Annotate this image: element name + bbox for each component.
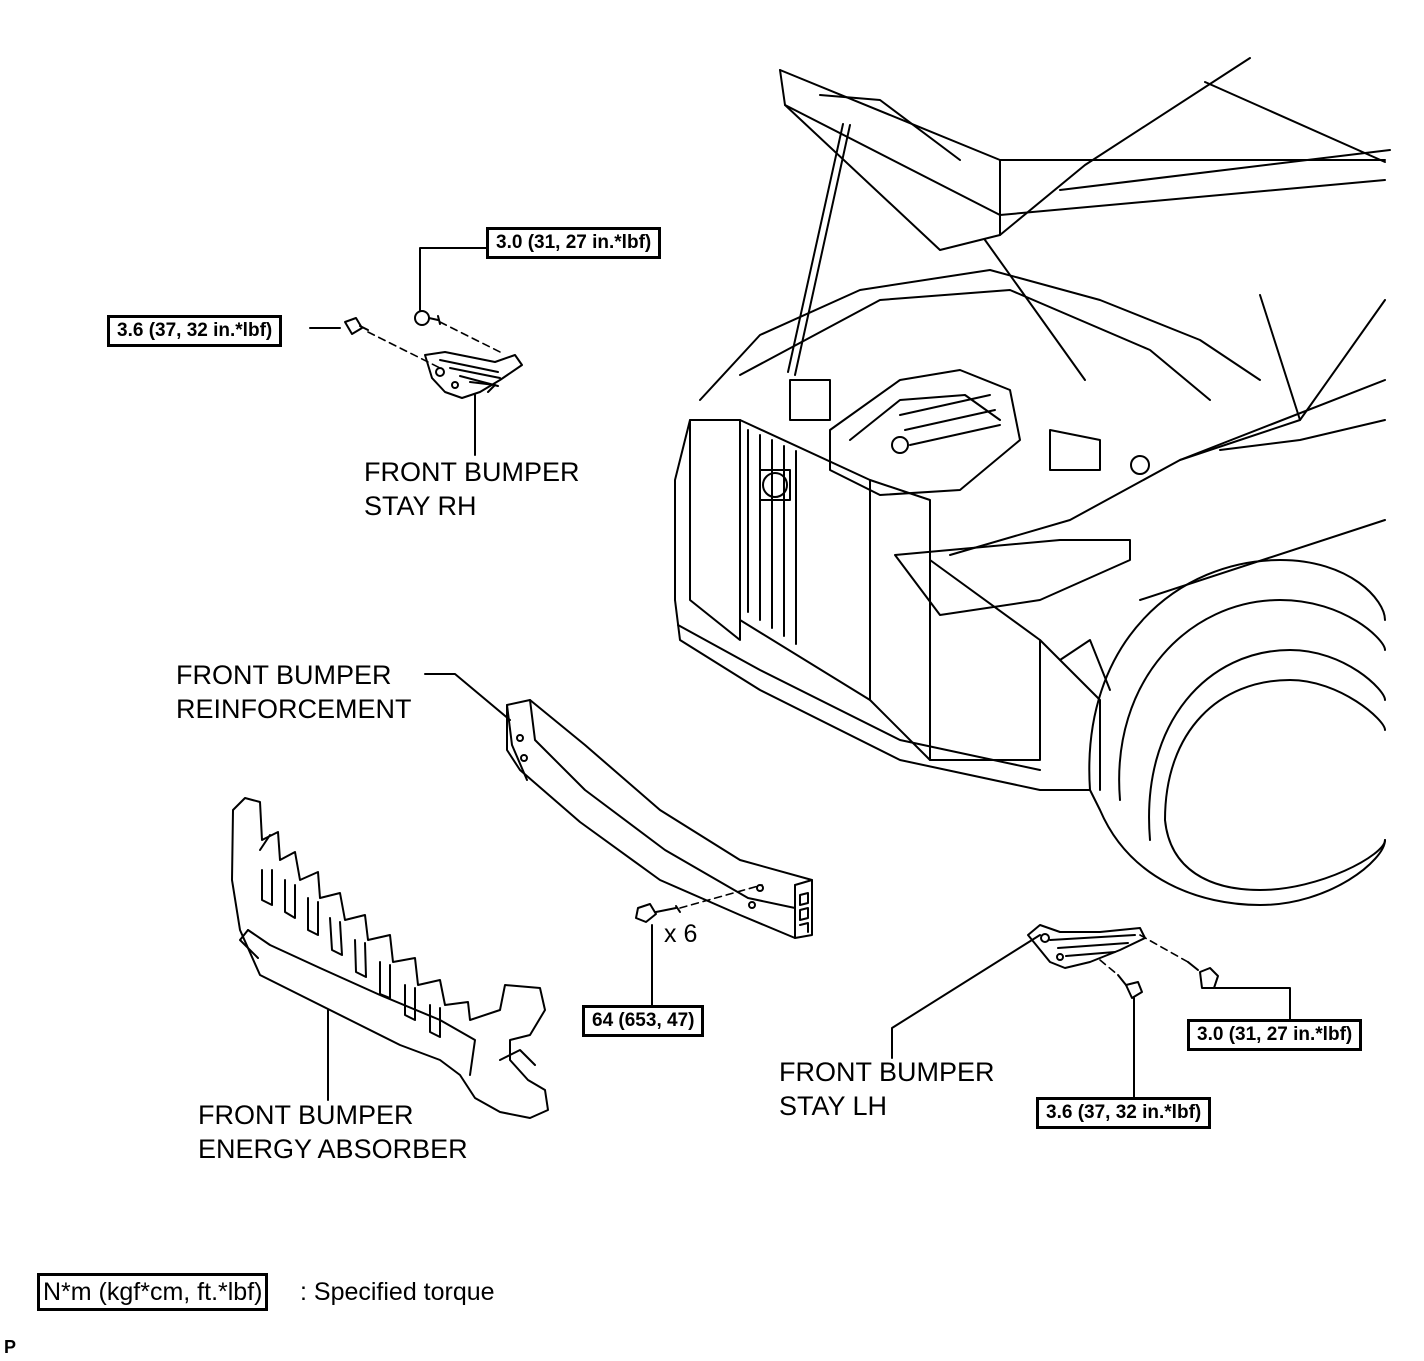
stay-rh-label-line-2: STAY RH (364, 491, 477, 521)
front-bumper-reinforcement-drawing (424, 673, 813, 1006)
bolt-quantity-label: x 6 (664, 920, 698, 948)
energy-absorber-label-line-2: ENERGY ABSORBER (198, 1134, 468, 1164)
legend-description: : Specified torque (300, 1278, 495, 1306)
torque-box-reinforcement-bolt: 64 (653, 47) (582, 1005, 705, 1037)
front-bumper-energy-absorber-drawing (231, 797, 549, 1119)
vehicle-front-illustration (674, 57, 1391, 906)
energy-absorber-label: FRONT BUMPER ENERGY ABSORBER (198, 1098, 468, 1166)
stay-lh-label-line-1: FRONT BUMPER (779, 1057, 995, 1087)
stay-lh-label-line-2: STAY LH (779, 1091, 888, 1121)
reinforcement-label-line-1: FRONT BUMPER (176, 660, 392, 690)
torque-box-rh-side: 3.6 (37, 32 in.*lbf) (107, 315, 283, 347)
illustration-code: P (4, 1337, 17, 1357)
stay-rh-label-line-1: FRONT BUMPER (364, 457, 580, 487)
torque-box-rh-upper: 3.0 (31, 27 in.*lbf) (486, 227, 662, 259)
stay-rh-label: FRONT BUMPER STAY RH (364, 455, 580, 523)
torque-box-lh-upper: 3.0 (31, 27 in.*lbf) (1187, 1019, 1363, 1051)
reinforcement-label-line-2: REINFORCEMENT (176, 694, 412, 724)
stay-lh-label: FRONT BUMPER STAY LH (779, 1055, 995, 1123)
legend-unit-box: N*m (kgf*cm, ft.*lbf) (37, 1273, 269, 1311)
reinforcement-label: FRONT BUMPER REINFORCEMENT (176, 658, 412, 726)
front-bumper-stay-rh-drawing (309, 247, 523, 456)
front-bumper-stay-lh-drawing (891, 924, 1291, 1099)
energy-absorber-label-line-1: FRONT BUMPER (198, 1100, 414, 1130)
torque-box-lh-lower: 3.6 (37, 32 in.*lbf) (1036, 1097, 1212, 1129)
